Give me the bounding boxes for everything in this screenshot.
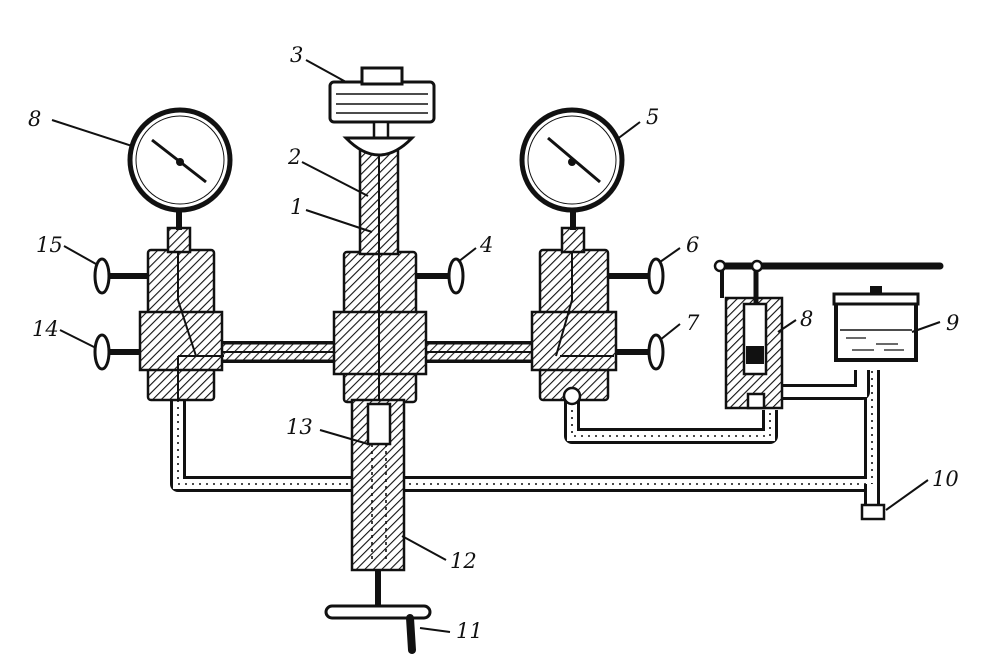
valve-15[interactable] [93,257,148,295]
valve-7[interactable] [616,333,665,371]
label-16: 8 [28,107,41,131]
right-pressure-gauge [519,107,625,230]
label-11: 11 [456,619,483,643]
leader-lines [51,59,941,633]
label-10: 10 [932,467,959,491]
pump-supply-pipe [778,370,870,400]
pump-lever[interactable] [713,259,944,273]
label-3: 3 [290,43,303,67]
dead-weight-3 [328,66,436,157]
left-pressure-gauge [127,107,233,230]
pump-pipe [564,396,778,444]
label-13: 13 [286,415,313,439]
valve-4[interactable] [416,257,465,295]
center-valve-block [332,138,428,572]
hand-pump-8 [720,262,784,410]
label-8: 8 [800,307,813,331]
return-pipe [170,370,880,492]
label-1: 1 [290,195,303,219]
label-6: 6 [686,233,699,257]
label-2: 2 [287,145,301,169]
label-4: 4 [479,233,493,257]
valve-6[interactable] [608,257,665,295]
label-15: 15 [36,233,63,257]
pipe-network [170,341,886,521]
screw-press-11[interactable] [324,570,432,654]
part-number-labels: 1 2 3 4 5 6 7 8 9 10 11 12 13 14 15 8 [28,43,959,643]
left-valve-block [138,226,224,402]
drain-pipe [860,484,886,521]
label-14: 14 [32,317,59,341]
label-5: 5 [646,105,659,129]
label-9: 9 [946,311,959,335]
valve-14[interactable] [93,333,140,371]
right-valve-block [530,226,618,406]
label-7: 7 [686,311,700,335]
label-12: 12 [450,549,477,573]
oil-reservoir-9 [832,286,920,362]
